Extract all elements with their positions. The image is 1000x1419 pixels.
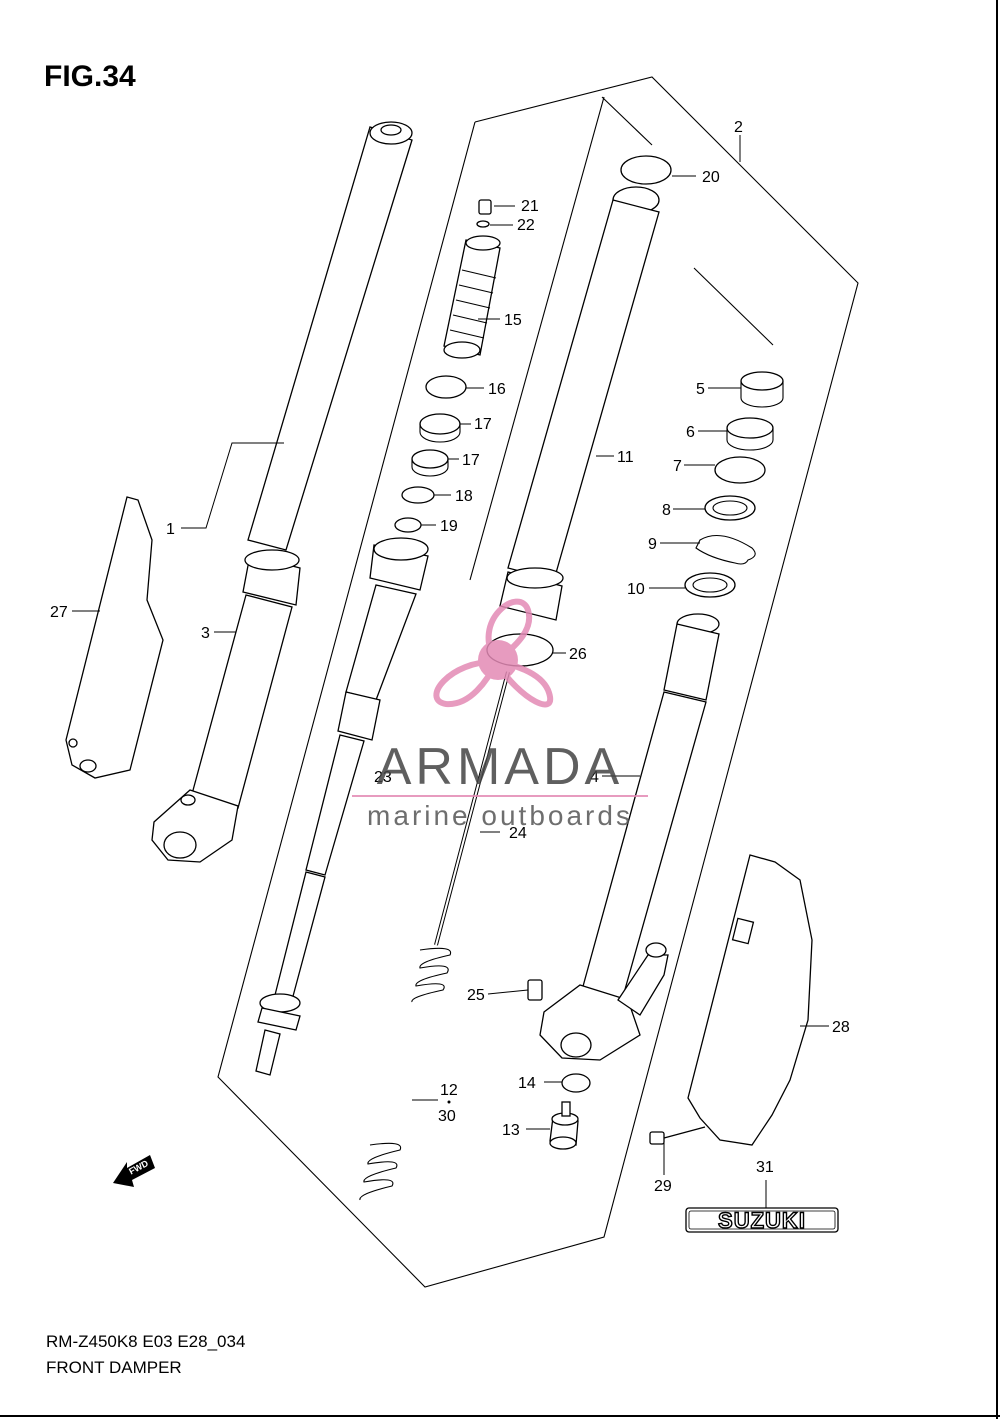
callout-25: 25 [467,987,485,1004]
bushing-17a [419,413,461,443]
callout-19: 19 [440,518,458,535]
bolt-21 [478,199,492,215]
callout-20: 20 [702,169,720,186]
ring-16 [425,375,467,399]
clip-9 [695,534,756,565]
inner-tube-11 [499,186,660,621]
bushing-6 [726,417,774,451]
fork-guard-28 [687,854,813,1146]
propeller-logo-icon [433,598,553,708]
washer-7 [714,456,766,484]
callout-12: 12 [440,1082,458,1099]
damper-rod-15 [443,235,501,359]
assembly-outline-inner-left [469,96,605,581]
callout-18: 18 [455,488,473,505]
bolt-25 [527,979,543,1001]
watermark: ARMADA marine outboards [352,598,648,831]
callout-13: 13 [502,1122,520,1139]
assembly-outline-inner-top [601,96,653,146]
suzuki-emblem-31: SUZUKI [685,1207,839,1234]
figure-title: FIG.34 [44,60,136,93]
callout-2: 2 [734,119,743,136]
callout-17a: 17 [474,416,492,433]
cartridge-23 [255,537,429,1076]
base-valve-13 [549,1101,579,1150]
washer-14 [561,1073,591,1093]
callout-31: 31 [756,1159,774,1176]
callout-3: 3 [201,625,210,642]
callout-24: 24 [509,825,527,842]
section-name: FRONT DAMPER [46,1358,182,1377]
callout-5: 5 [696,381,705,398]
emblem-text: SUZUKI [718,1208,806,1233]
callout-28: 28 [832,1019,850,1036]
spring-upper [411,947,452,1003]
ring-20 [620,155,672,185]
dust-seal-10 [684,572,736,598]
oil-seal-8 [704,495,756,521]
callout-26: 26 [569,646,587,663]
outer-tube-1 [151,121,413,863]
assembly-outline-2 [217,76,859,1288]
model-code: RM-Z450K8 E03 E28_034 [46,1332,246,1351]
callout-1: 1 [166,521,175,538]
callout-8: 8 [662,502,671,519]
callout-29: 29 [654,1178,672,1195]
callout-17b: 17 [462,452,480,469]
callout-10: 10 [627,581,645,598]
callout-16: 16 [488,381,506,398]
watermark-brand: ARMADA [377,738,623,796]
callout-6: 6 [686,424,695,441]
ring-19 [394,517,422,533]
callout-22: 22 [517,217,535,234]
callout-27: 27 [50,604,68,621]
fork-guard-27 [65,496,164,779]
watermark-tagline: marine outboards [367,800,633,831]
callout-30: 30 [438,1108,456,1125]
callout-23: 23 [374,769,392,786]
bushing-17b [411,449,449,477]
inner-tube-4 [539,613,720,1061]
callout-7: 7 [673,458,682,475]
bushing-5 [740,371,784,408]
assembly-outline-4 [693,267,774,346]
callout-11: 11 [617,449,634,466]
bolt-29 [649,1126,706,1145]
callout-21: 21 [521,198,539,215]
leader-lines [72,135,829,1208]
fwd-arrow-icon: FWD [113,1155,155,1187]
callout-4: 4 [590,769,599,786]
callout-15: 15 [504,312,522,329]
ring-18 [401,486,435,504]
washer-22 [476,220,490,228]
callout-9: 9 [648,536,657,553]
callout-14: 14 [518,1075,536,1092]
spring-lower [359,1142,402,1201]
